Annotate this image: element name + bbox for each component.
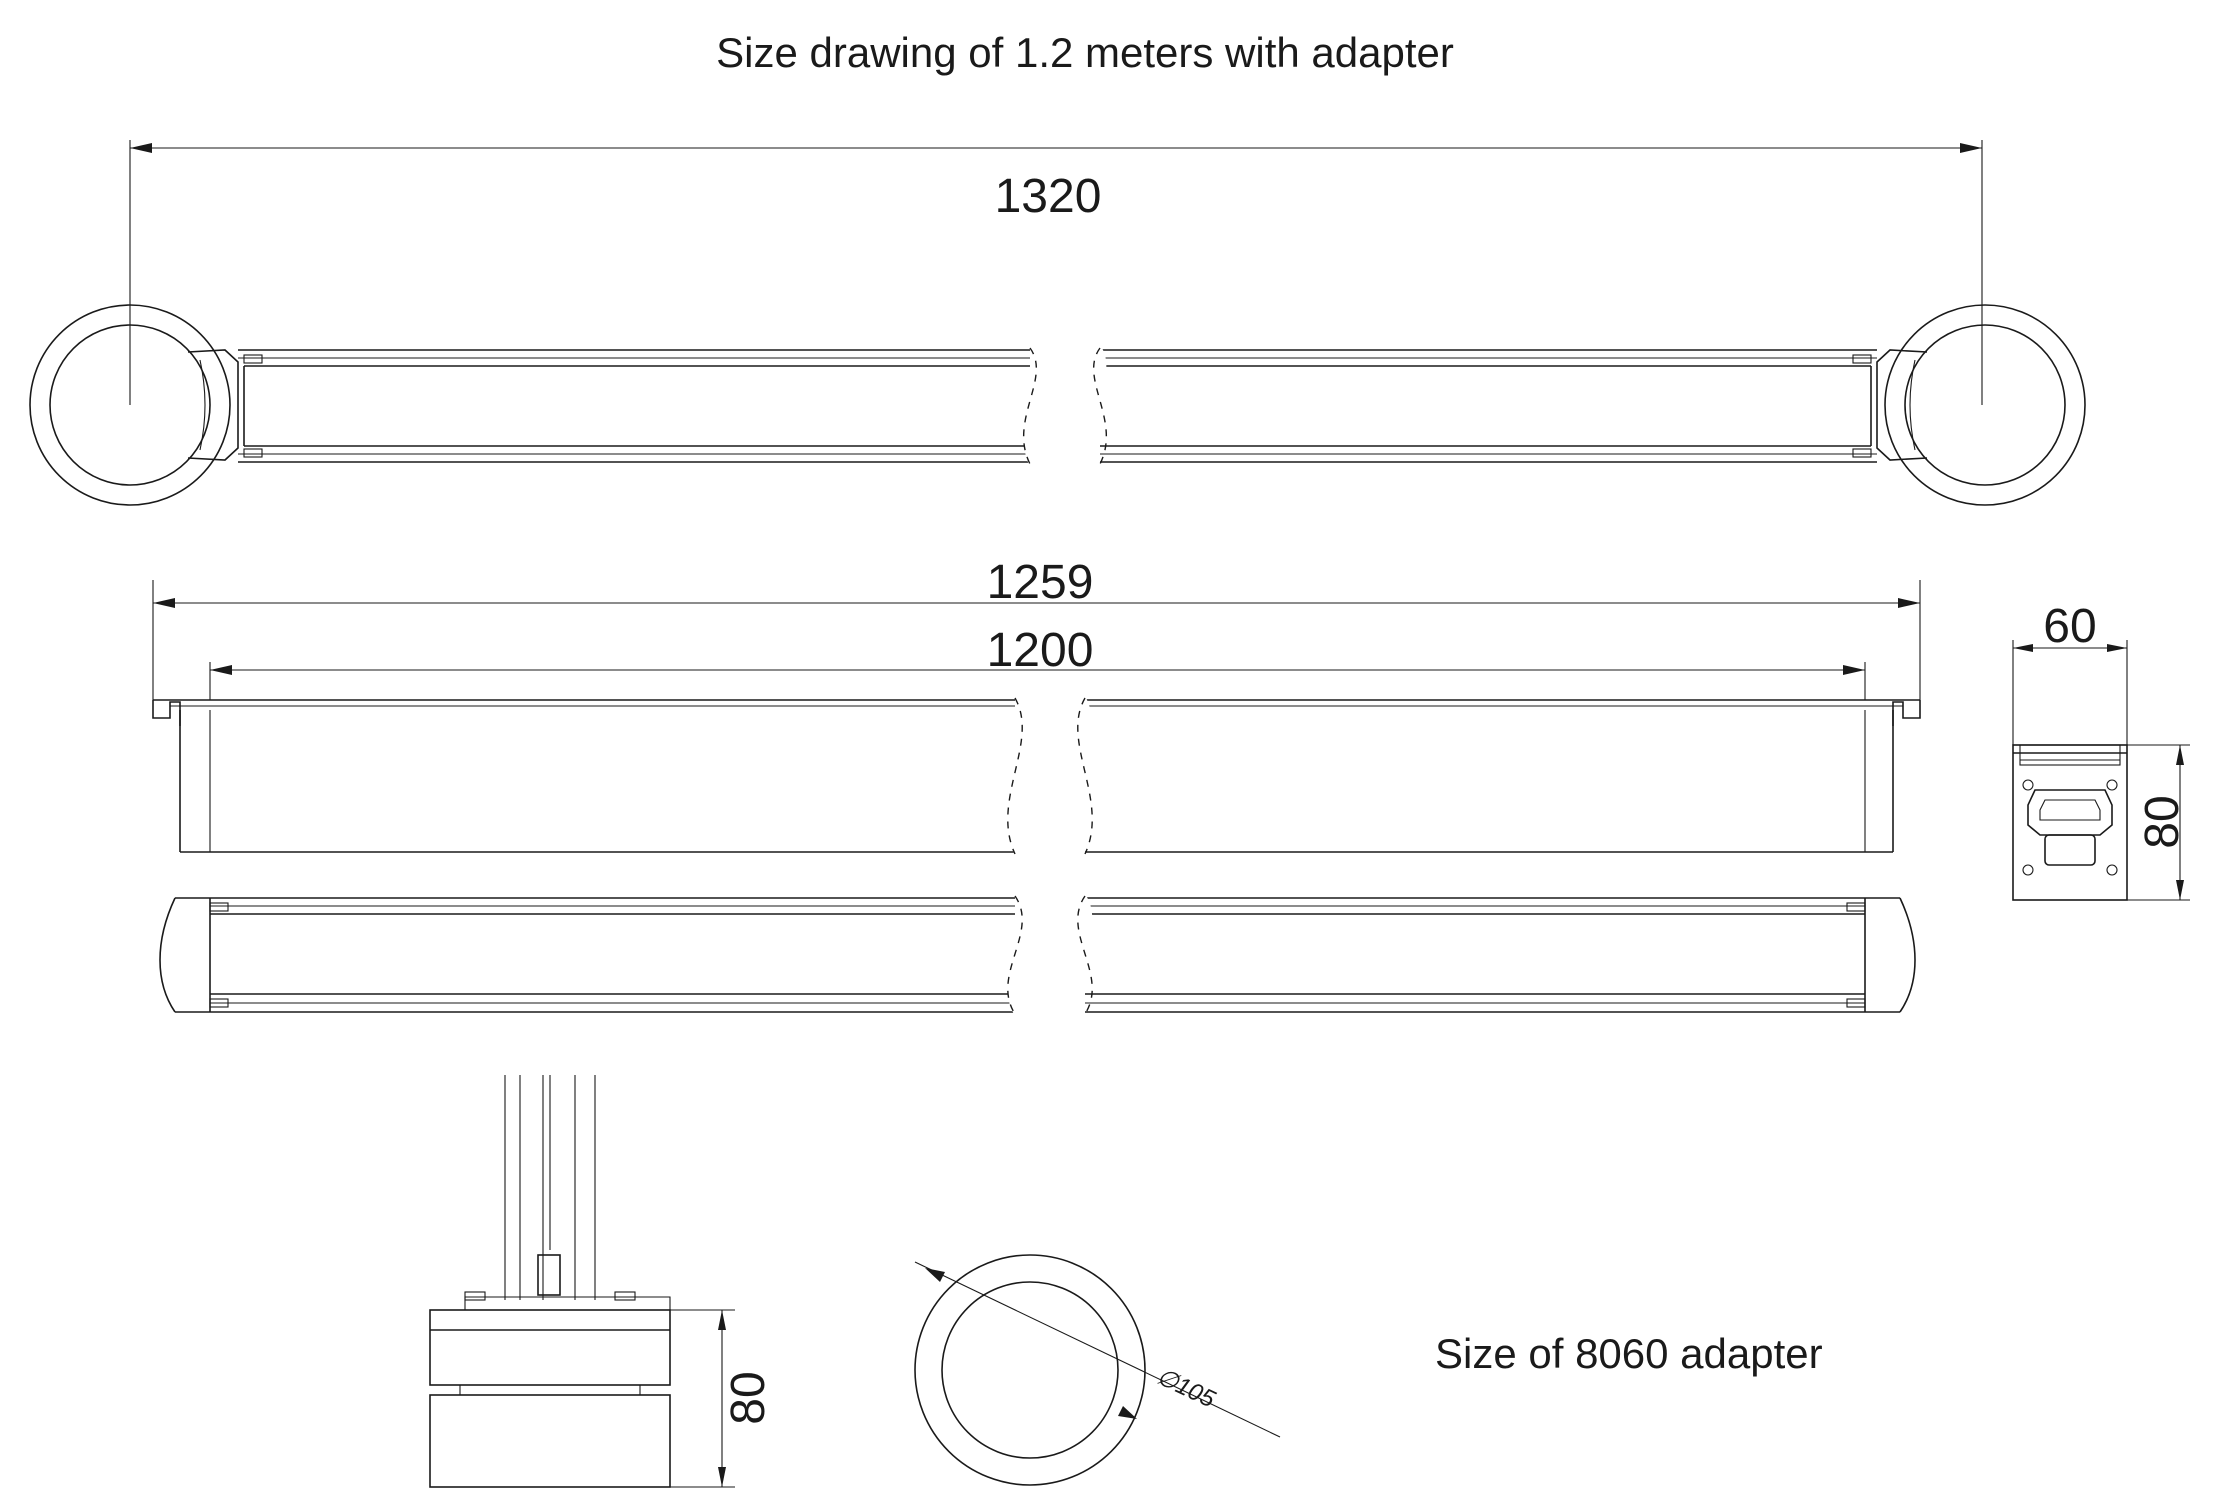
top-view: 1320 <box>29 140 2086 506</box>
adapter-top-view <box>914 1254 1281 1486</box>
top-tube-right <box>1100 349 1877 463</box>
drawing-title: Size drawing of 1.2 meters with adapter <box>716 29 1454 76</box>
left-adapter <box>29 304 239 506</box>
dimension-adapter-diameter-label: ∅105 <box>1152 1363 1219 1414</box>
bottom-break-marks <box>1007 894 1093 1016</box>
right-adapter <box>1876 304 2086 506</box>
adapter-housing <box>429 1291 671 1488</box>
side-break-marks <box>1007 696 1093 856</box>
bottom-body-right <box>1085 897 1916 1013</box>
profile-view: 60 80 <box>2012 600 2190 901</box>
dimension-profile-width-label: 60 <box>2043 600 2096 653</box>
profile-body <box>2012 744 2128 901</box>
dimension-adapter-height-label: 80 <box>722 1371 775 1424</box>
adapter-cables <box>504 1075 596 1300</box>
dimension-1200 <box>209 662 1866 700</box>
dimension-adapter-height <box>670 1309 735 1488</box>
side-body-right <box>1085 699 1921 853</box>
adapter-side-view: 80 <box>429 1075 775 1488</box>
bottom-body-left <box>159 897 1015 1013</box>
top-break-marks <box>1022 345 1108 467</box>
dimension-1259-label: 1259 <box>987 556 1094 609</box>
dimension-overall-label: 1320 <box>995 170 1102 223</box>
bottom-view <box>159 894 1916 1016</box>
side-body-left <box>152 699 1015 853</box>
dimension-profile-height <box>2127 744 2190 901</box>
dimension-1259 <box>152 580 1921 700</box>
adapter-caption: Size of 8060 adapter <box>1435 1330 1823 1377</box>
side-view: 1259 1200 <box>152 556 1921 856</box>
dimension-profile-width <box>2012 640 2128 745</box>
dimension-1200-label: 1200 <box>987 624 1094 677</box>
dimension-overall <box>129 140 1983 405</box>
dimension-profile-height-label: 80 <box>2136 795 2189 848</box>
top-tube-left <box>238 349 1030 463</box>
